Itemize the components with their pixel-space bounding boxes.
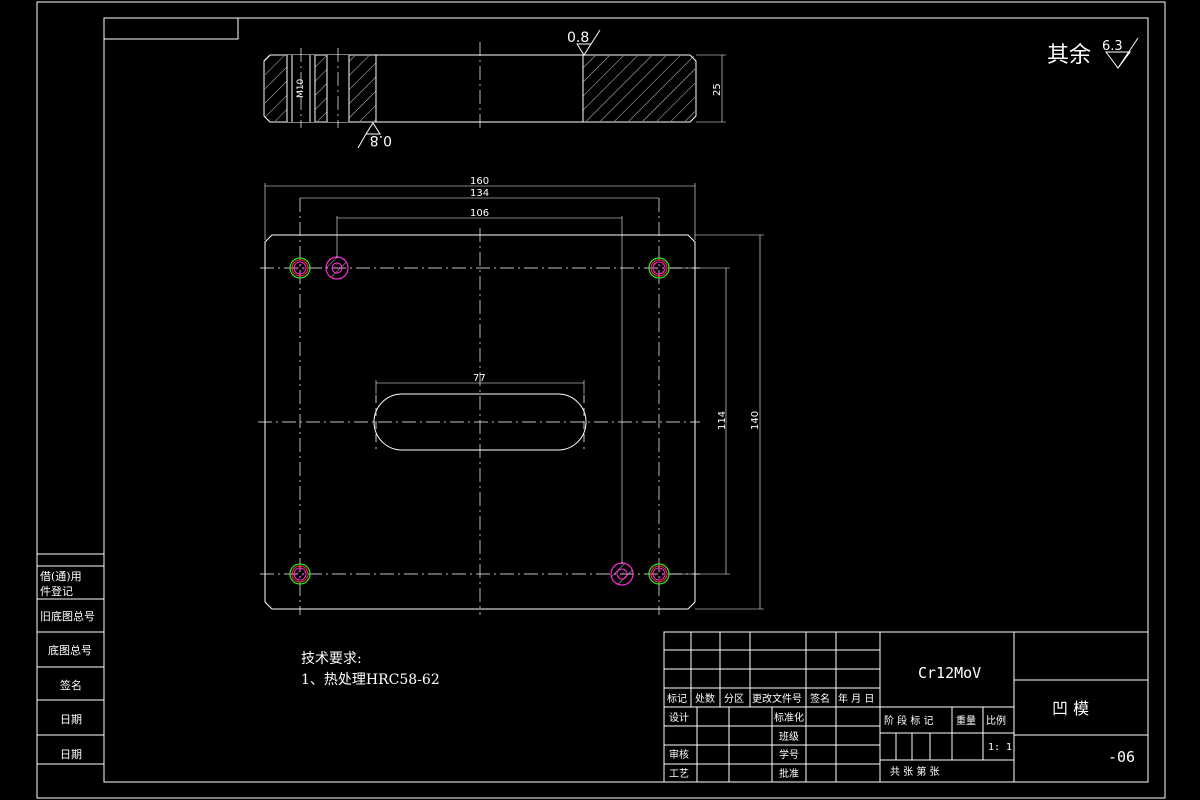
roughness-general-value: 6.3: [1102, 39, 1123, 54]
technical-requirements: 技术要求: 1、热处理HRC58-62: [301, 651, 440, 688]
outer-border: [36, 1, 1166, 799]
rev-header-zone: 分区: [724, 693, 744, 705]
side-row-4: 底图总号: [48, 643, 92, 657]
side-row-1: 借(通)用: [40, 570, 82, 583]
material-text: Cr12MoV: [918, 664, 981, 682]
stage-header-weight: 重量: [956, 714, 976, 727]
dim-pin-spacing: 106: [336, 208, 623, 564]
roughness-symbol-icon: [1105, 37, 1139, 69]
roughness-bottom: 0.8: [357, 122, 392, 149]
side-row-3: 旧底图总号: [40, 609, 95, 623]
tech-req-item-1: 1、热处理HRC58-62: [301, 672, 440, 688]
tech-req-title: 技术要求:: [301, 651, 362, 667]
threaded-hole-tr: [648, 257, 670, 279]
rev-header-date: 年 月 日: [838, 692, 874, 705]
side-registration-table: 借(通)用 件登记 旧底图总号 底图总号 签名 日期 日期: [36, 553, 105, 765]
dim-pin-spacing-text: 106: [470, 208, 489, 219]
section-view: M10 25 0.8 0.8: [263, 29, 726, 149]
dim-overall-height-text: 140: [750, 411, 761, 430]
side-row-6: 日期: [60, 713, 82, 726]
dim-hole-spacing-x: 134: [300, 188, 659, 199]
part-name-text: 凹 模: [1052, 699, 1089, 718]
inner-border: [103, 17, 1149, 783]
roughness-top: 0.8: [567, 29, 601, 56]
label-class: 班级: [779, 731, 799, 743]
threaded-hole-bl: [289, 563, 311, 585]
plan-view: 160 134 106 77 114 140: [258, 176, 764, 615]
drawing-number-text: -06: [1108, 748, 1135, 766]
title-block: Cr12MoV 凹 模 -06 标记 处数 分区 更改文件号 签名 年 月 日 …: [663, 631, 1149, 783]
corner-code-box: [103, 17, 239, 40]
pin-hole-top: [325, 256, 349, 280]
dim-slot-length-text: 77: [473, 373, 486, 384]
roughness-general-label: 其余: [1047, 43, 1091, 68]
dim-hole-spacing-y: 114: [670, 267, 730, 575]
roughness-bottom-icon: [357, 122, 381, 149]
thickness-dim: 25: [712, 83, 723, 96]
label-standardize: 标准化: [774, 711, 804, 724]
slot-hidden-lines: [375, 395, 585, 449]
side-row-7: 日期: [60, 748, 82, 761]
dim-hole-spacing-y-text: 114: [717, 411, 728, 430]
slot-outline: [373, 393, 587, 451]
rev-header-sign: 签名: [810, 692, 830, 705]
scale-value: 1: 1: [988, 742, 1012, 753]
roughness-top-icon: [576, 29, 601, 56]
sheet-count-label: 共 张 第 张: [890, 765, 940, 778]
stage-header-scale: 比例: [986, 714, 1006, 727]
dim-overall-width-text: 160: [470, 176, 489, 187]
label-approve: 批准: [779, 767, 799, 780]
dim-overall-height: 140: [695, 234, 764, 610]
label-process: 工艺: [669, 768, 689, 780]
general-roughness-note: 其余 6.3: [1047, 37, 1139, 69]
plate-outline: [264, 234, 696, 610]
dim-slot-length: 77: [375, 373, 585, 394]
side-row-2: 件登记: [40, 584, 73, 598]
dim-hole-spacing-x-text: 134: [470, 188, 489, 199]
rev-header-doc: 更改文件号: [752, 692, 802, 705]
threaded-hole-br: [648, 563, 670, 585]
stage-header-mark: 阶 段 标 记: [884, 714, 934, 727]
rev-header-count: 处数: [695, 692, 715, 705]
section-hatch-right: [583, 56, 695, 121]
side-row-5: 签名: [60, 678, 82, 692]
label-review: 审核: [669, 748, 689, 761]
roughness-bottom-value: 0.8: [370, 132, 392, 148]
label-student-id: 学号: [779, 748, 799, 761]
section-hatch-left: [265, 56, 376, 121]
label-design: 设计: [669, 711, 689, 724]
dim-overall-width: 160: [264, 176, 696, 240]
rev-header-mark: 标记: [667, 693, 687, 705]
thread-label: M10: [296, 79, 306, 98]
pin-hole-bottom: [610, 562, 634, 586]
threaded-hole-tl: [289, 257, 311, 279]
roughness-top-value: 0.8: [567, 30, 589, 46]
